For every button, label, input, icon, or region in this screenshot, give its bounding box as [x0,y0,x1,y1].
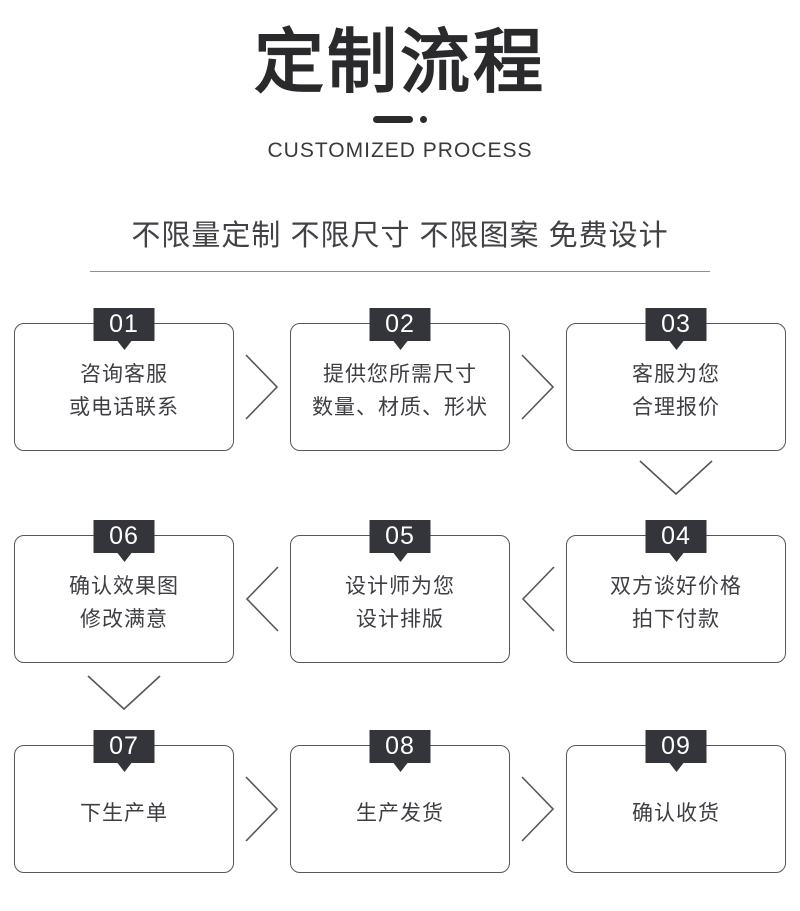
arrow-cell [234,745,290,873]
step-number: 06 [109,522,139,550]
step-number-badge: 01 [93,308,155,350]
arrow-left-icon [245,566,279,632]
step-text: 双方谈好价格 拍下付款 [610,575,742,631]
step-number-badge: 08 [369,730,431,772]
step-number: 08 [385,732,415,760]
arrow-down-icon [639,460,713,496]
step-number: 09 [661,732,691,760]
step-number-badge: 05 [369,520,431,562]
step-card-07: 07 下生产单 [14,730,234,873]
step-number: 03 [661,310,691,338]
arrow-right-icon [245,776,279,842]
page-subtitle: CUSTOMIZED PROCESS [267,139,533,162]
divider-line [90,271,710,272]
step-text: 确认收货 [632,801,720,825]
tagline: 不限量定制 不限尺寸 不限图案 免费设计 [131,220,669,252]
step-card-05: 05 设计师为您 设计排版 [290,520,510,663]
step-text: 咨询客服 或电话联系 [69,363,179,419]
step-number: 05 [385,522,415,550]
step-number: 01 [109,310,139,338]
step-text: 设计师为您 设计排版 [345,575,455,631]
title-divider [0,116,800,123]
step-number: 02 [385,310,415,338]
divider-dot-icon [420,116,427,123]
step-card-09: 09 确认收货 [566,730,786,873]
header: 定制流程 CUSTOMIZED PROCESS [0,0,800,163]
step-number-badge: 03 [645,308,707,350]
step-number-badge: 09 [645,730,707,772]
step-card-01: 01 咨询客服 或电话联系 [14,308,234,451]
step-card-03: 03 客服为您 合理报价 [566,308,786,451]
step-text: 确认效果图 修改满意 [69,575,179,631]
step-number-badge: 07 [93,730,155,772]
step-card-02: 02 提供您所需尺寸 数量、材质、形状 [290,308,510,451]
step-number-badge: 04 [645,520,707,562]
arrow-cell [510,745,566,873]
arrow-left-icon [521,566,555,632]
arrow-right-icon [521,354,555,420]
step-card-04: 04 双方谈好价格 拍下付款 [566,520,786,663]
arrow-cell [510,535,566,663]
divider-bar-icon [373,116,413,123]
step-number: 07 [109,732,139,760]
page-title: 定制流程 [254,23,546,101]
arrow-cell [234,535,290,663]
arrow-cell [234,323,290,451]
step-card-06: 06 确认效果图 修改满意 [14,520,234,663]
arrow-right-icon [245,354,279,420]
arrow-right-icon [521,776,555,842]
flow-row-1: 01 咨询客服 或电话联系 02 提供您所需尺寸 数量、材质、形状 03 客服为… [14,308,786,451]
flow-row-3: 07 下生产单 08 生产发货 09 确认收货 [14,730,786,873]
step-text: 生产发货 [356,801,444,825]
arrow-down-icon [87,675,161,711]
step-card-08: 08 生产发货 [290,730,510,873]
step-number-badge: 06 [93,520,155,562]
step-number: 04 [661,522,691,550]
step-text: 客服为您 合理报价 [632,363,720,419]
flow-row-2: 06 确认效果图 修改满意 05 设计师为您 设计排版 04 双方谈好价格 拍下… [14,520,786,663]
arrow-cell [510,323,566,451]
step-number-badge: 02 [369,308,431,350]
step-text: 下生产单 [80,801,168,825]
step-text: 提供您所需尺寸 数量、材质、形状 [312,363,488,419]
